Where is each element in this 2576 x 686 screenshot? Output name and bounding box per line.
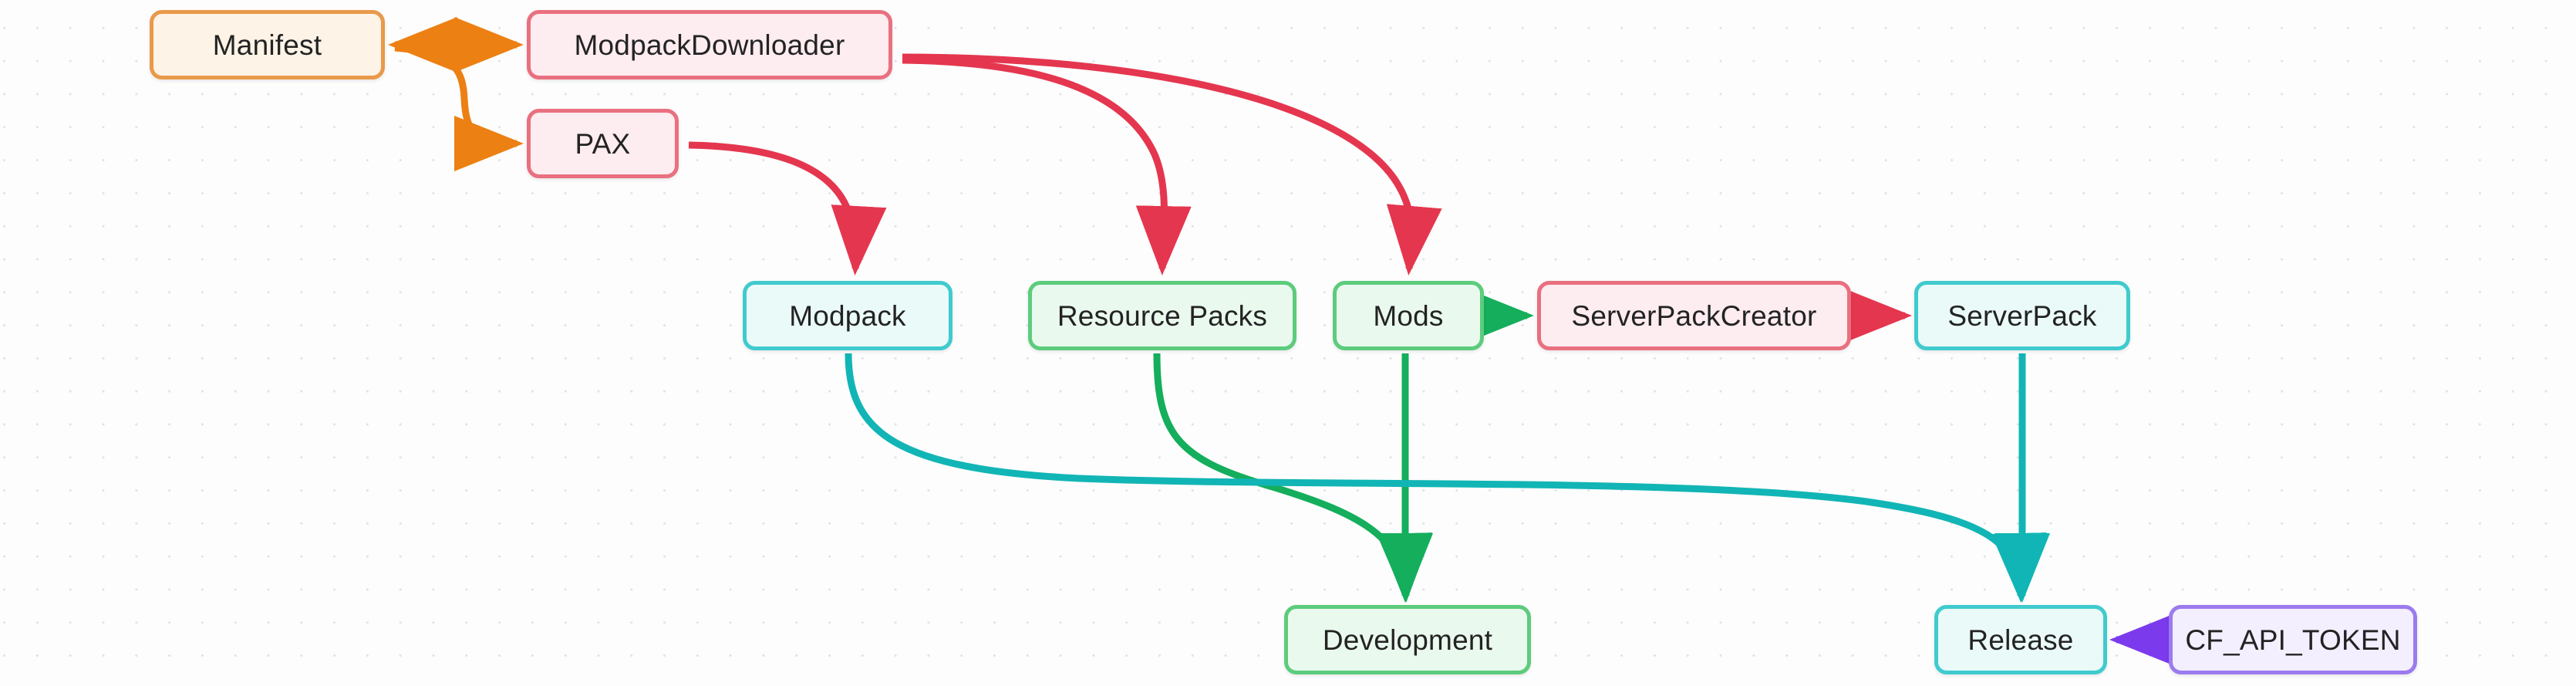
edge-modpack-release xyxy=(845,353,2047,603)
node-label: ServerPackCreator xyxy=(1571,299,1817,332)
node-label: Manifest xyxy=(212,29,322,61)
node-serverpackcreator[interactable]: ServerPackCreator xyxy=(1537,281,1851,350)
node-label: Development xyxy=(1322,623,1493,656)
node-serverpack[interactable]: ServerPack xyxy=(1914,281,2130,350)
node-cf-api-token[interactable]: CF_API_TOKEN xyxy=(2169,605,2417,674)
edge-manifest-pax xyxy=(394,44,524,171)
node-label: Release xyxy=(1967,623,2074,656)
edge-resourcepacks-development xyxy=(1153,353,1432,603)
node-label: PAX xyxy=(575,127,631,160)
node-label: ModpackDownloader xyxy=(574,29,845,61)
node-mods[interactable]: Mods xyxy=(1333,281,1484,350)
edge-modpackdownloader-mods xyxy=(902,53,1442,275)
edge-modpackdownloader-resourcepacks xyxy=(902,56,1192,275)
node-label: Resource Packs xyxy=(1057,299,1268,332)
node-label: ServerPack xyxy=(1947,299,2097,332)
node-label: CF_API_TOKEN xyxy=(2185,623,2401,656)
node-label: Mods xyxy=(1373,299,1444,332)
node-resource-packs[interactable]: Resource Packs xyxy=(1028,281,1296,350)
node-modpackdownloader[interactable]: ModpackDownloader xyxy=(527,10,892,79)
node-pax[interactable]: PAX xyxy=(527,109,679,178)
node-release[interactable]: Release xyxy=(1934,605,2107,674)
node-development[interactable]: Development xyxy=(1284,605,1531,674)
node-manifest[interactable]: Manifest xyxy=(150,10,385,79)
node-label: Modpack xyxy=(789,299,906,332)
node-modpack[interactable]: Modpack xyxy=(743,281,953,350)
edge-pax-modpack xyxy=(688,141,887,275)
